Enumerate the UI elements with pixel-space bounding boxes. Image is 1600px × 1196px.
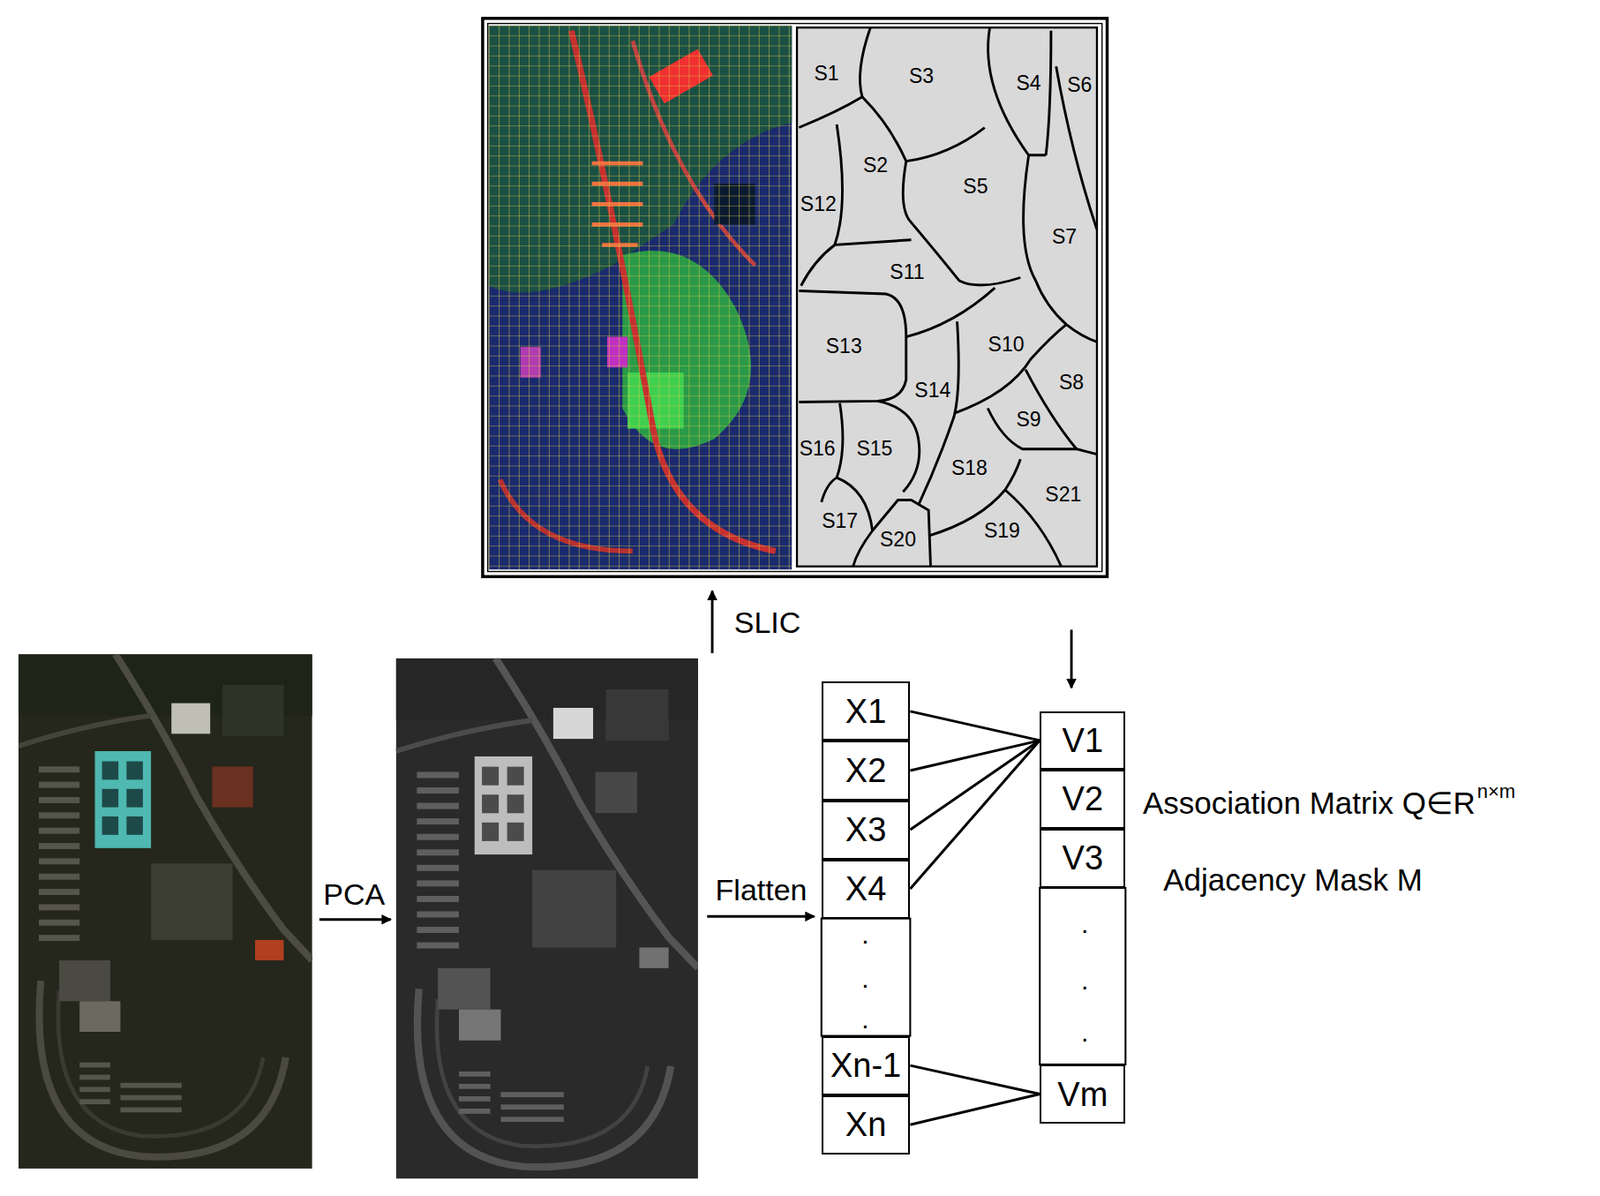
figure-group: [18, 18, 1127, 1180]
region-label: S10: [988, 333, 1025, 356]
ellipsis-dot: .: [861, 962, 869, 992]
cell-label: V2: [1062, 781, 1104, 816]
superpixel-boundary: [872, 500, 932, 567]
flow-arrow: [706, 915, 814, 918]
pixel-cell: X4: [821, 859, 911, 919]
region-label: S16: [799, 437, 836, 460]
region-label: S19: [984, 520, 1021, 543]
ellipsis-dot: .: [861, 918, 869, 948]
ellipsis-dot: .: [1081, 965, 1089, 995]
superpixel-boundary: [801, 245, 835, 286]
superpixel-boundary: [1023, 156, 1097, 342]
association-line: [909, 740, 1040, 889]
superpixel-boundary: [798, 27, 871, 128]
region-label: S20: [879, 528, 917, 551]
region-label: S21: [1044, 483, 1082, 506]
cell-label: V3: [1062, 841, 1104, 875]
step-label: PCA: [323, 878, 385, 911]
satellite-image: [18, 653, 313, 1169]
flow-arrow: [711, 590, 714, 654]
association-line: [909, 711, 1040, 741]
superpixel-boundary: [834, 124, 912, 245]
region-label: S6: [1066, 74, 1092, 97]
matrix-label: Association Matrix Q∈R: [1142, 786, 1476, 821]
pixel-cell: X1: [821, 681, 911, 741]
flow-arrow: [319, 917, 391, 921]
pixel-cell: Xn: [821, 1095, 911, 1155]
region-label: S4: [1015, 72, 1041, 95]
false-color-image: [488, 25, 792, 570]
step-label: SLIC: [734, 607, 802, 640]
superpixel-boundary: [988, 27, 1047, 156]
cell-label: X1: [845, 694, 887, 729]
region-label: S3: [908, 65, 934, 88]
cell-label: Xn: [845, 1107, 887, 1142]
region-label: S17: [821, 510, 858, 533]
superscript: n×m: [1477, 781, 1516, 803]
region-label: S13: [826, 335, 863, 358]
false-color-image: [488, 25, 792, 570]
ellipsis-dot: .: [1081, 1016, 1089, 1046]
false-color-image: [488, 25, 792, 570]
association-line: [909, 1094, 1040, 1126]
cell-label: Xn-1: [830, 1048, 902, 1082]
region-label: S15: [856, 437, 893, 460]
pixel-cell: X3: [821, 800, 911, 860]
superpixel-boundary: [906, 287, 996, 338]
ellipsis-dot: .: [861, 1003, 869, 1033]
region-label: S2: [863, 155, 888, 178]
superpixel-boundary: [1056, 66, 1097, 230]
ellipsis-cell: [821, 918, 911, 1037]
cell-label: Vm: [1057, 1077, 1108, 1112]
region-label: S8: [1059, 371, 1084, 394]
pixel-cell: X2: [821, 740, 911, 800]
superpixel-cell: V1: [1039, 711, 1126, 770]
region-label: S1: [813, 63, 839, 86]
cell-label: X3: [845, 812, 887, 847]
cell-label: X4: [845, 871, 887, 906]
association-line: [909, 740, 1040, 771]
region-label: S14: [914, 379, 951, 402]
flow-arrow: [1070, 629, 1074, 688]
region-label: S11: [889, 261, 924, 284]
superpixel-boundary: [862, 97, 985, 162]
region-label: S18: [951, 457, 988, 480]
association-line: [909, 1065, 1040, 1094]
superpixel-boundary: [953, 324, 1067, 414]
step-label: Flatten: [715, 874, 808, 908]
region-label: S7: [1051, 226, 1077, 249]
superpixel-boundary: [798, 27, 1097, 567]
superpixel-cell: V3: [1039, 828, 1126, 888]
region-label: S9: [1015, 409, 1041, 432]
ellipsis-cell: [1039, 887, 1126, 1065]
frame: [488, 23, 1103, 572]
frame: [482, 18, 1108, 577]
superpixel-map: [796, 27, 1097, 567]
superpixel-cell: V2: [1039, 769, 1126, 829]
cell-label: V1: [1062, 723, 1104, 758]
cell-label: X2: [845, 753, 887, 788]
superpixel-boundary: [1045, 30, 1052, 156]
pixel-cell: Xn-1: [821, 1036, 911, 1096]
superpixel-boundary: [798, 291, 906, 403]
mask-label: Adjacency Mask M: [1163, 862, 1423, 897]
region-label: S12: [800, 194, 837, 217]
region-label: S5: [962, 175, 988, 198]
flow-arrow: [319, 590, 1072, 919]
superpixel-boundary: [987, 408, 1077, 450]
pca-image: [396, 658, 699, 1180]
ellipsis-dot: .: [1081, 908, 1089, 939]
superpixel-cell: Vm: [1039, 1064, 1126, 1124]
